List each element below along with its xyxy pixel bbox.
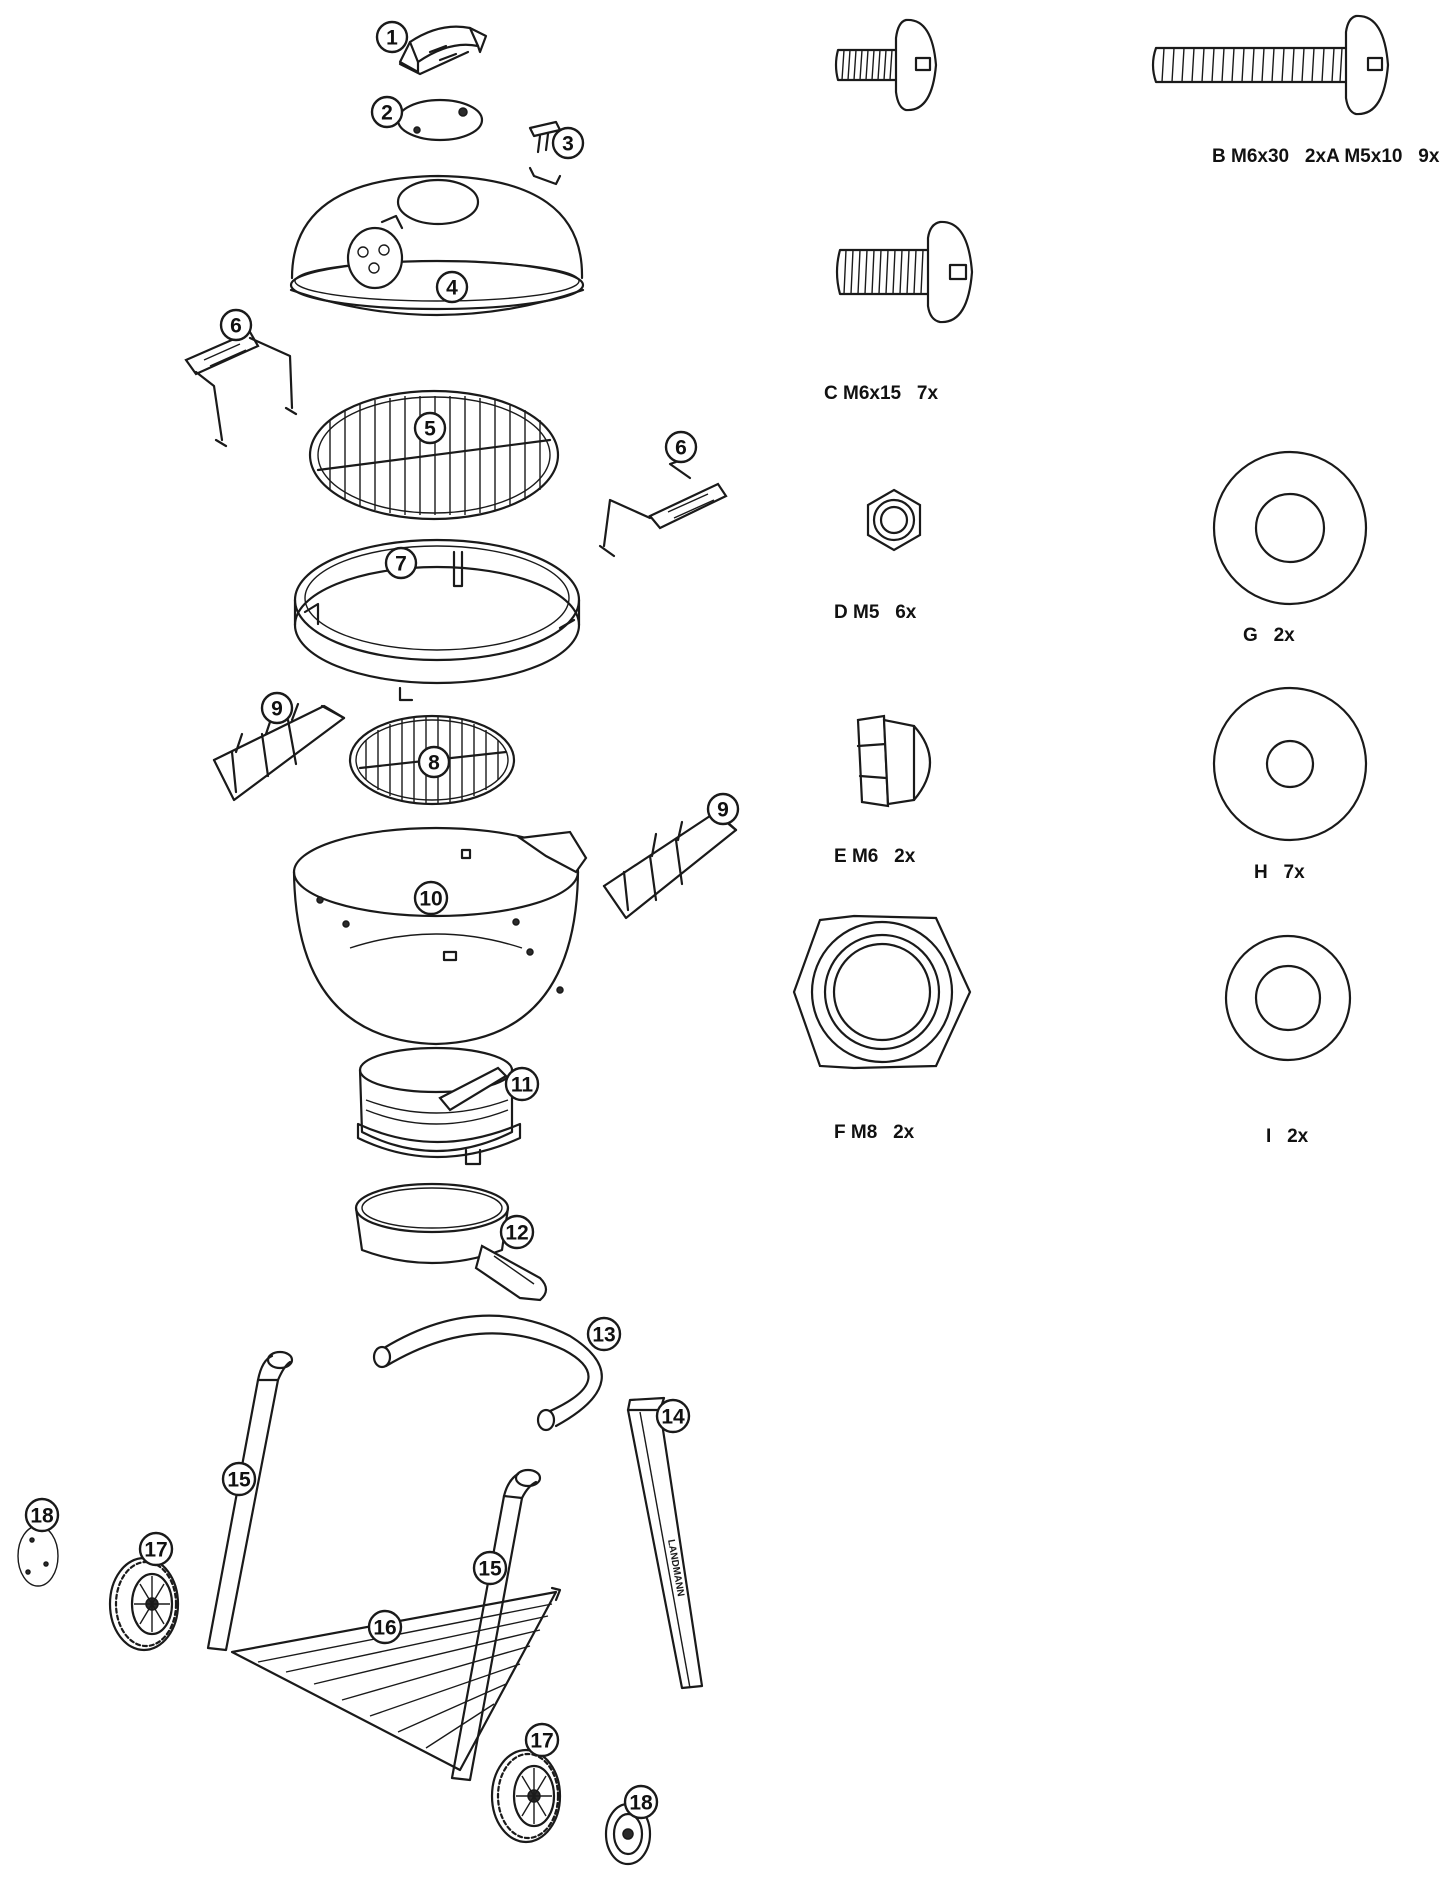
part-2-vent-plate	[396, 98, 484, 142]
callout-6-right: 6	[664, 430, 698, 464]
svg-text:6: 6	[675, 437, 687, 460]
svg-text:9: 9	[271, 698, 283, 721]
hardware-label-f: F M8 2x	[834, 1122, 915, 1143]
part-5-cooking-grate	[308, 389, 560, 521]
part-9-side-rack-left	[212, 702, 346, 802]
part-15-leg-right	[450, 1468, 542, 1782]
callout-15-left: 15	[221, 1461, 257, 1497]
svg-text:14: 14	[661, 1406, 685, 1429]
part-15-leg-left	[206, 1350, 294, 1652]
svg-text:15: 15	[227, 1469, 251, 1492]
callout-5: 5	[413, 411, 447, 445]
callout-16: 16	[367, 1609, 403, 1645]
part-6-side-handle-right	[598, 460, 728, 558]
callout-11: 11	[504, 1066, 540, 1102]
svg-text:15: 15	[478, 1558, 502, 1581]
part-10-bowl	[292, 826, 588, 1046]
callout-1: 1	[375, 20, 409, 54]
callout-8: 8	[417, 745, 451, 779]
callout-9-left: 9	[260, 691, 294, 725]
part-12-ash-pan	[354, 1182, 548, 1302]
svg-text:17: 17	[144, 1539, 167, 1562]
part-7-ring	[293, 538, 581, 702]
callout-4: 4	[435, 270, 469, 304]
svg-text:12: 12	[505, 1222, 528, 1245]
svg-text:8: 8	[428, 752, 440, 775]
part-4-lid-dome	[289, 174, 585, 317]
callout-9-right: 9	[706, 792, 740, 826]
part-8-charcoal-grate	[348, 714, 516, 806]
hardware-label-g: G 2x	[1243, 625, 1295, 646]
part-17-wheel-right	[490, 1748, 562, 1844]
part-13-curved-tube	[372, 1314, 603, 1432]
callout-3: 3	[551, 126, 585, 160]
callout-17-right: 17	[524, 1722, 560, 1758]
callout-2: 2	[370, 95, 404, 129]
hardware-label-h: H 7x	[1254, 862, 1305, 883]
callout-6-left: 6	[219, 308, 253, 342]
washer-i	[1224, 934, 1352, 1062]
washer-h	[1212, 686, 1368, 842]
part-18-hubcap-left	[17, 1525, 59, 1587]
part-6-side-handle-left	[184, 330, 298, 448]
part-17-wheel-left	[108, 1556, 180, 1652]
svg-text:5: 5	[424, 418, 436, 441]
callout-18-right: 18	[623, 1784, 659, 1820]
washer-g	[1212, 450, 1368, 606]
svg-text:18: 18	[30, 1505, 54, 1528]
hardware-label-b-a: B M6x30 2xA M5x10 9x	[1212, 146, 1440, 167]
callout-13: 13	[586, 1316, 622, 1352]
callout-17-left: 17	[138, 1531, 174, 1567]
bolt-b-m6x30	[1151, 14, 1390, 116]
part-1-lid-handle	[398, 25, 488, 76]
bolt-c-m6x15	[835, 220, 974, 324]
svg-text:18: 18	[629, 1792, 653, 1815]
callout-10: 10	[413, 880, 449, 916]
hardware-label-c: C M6x15 7x	[824, 383, 939, 404]
svg-text:17: 17	[530, 1730, 553, 1753]
svg-text:6: 6	[230, 315, 242, 338]
cap-nut-e-m6	[856, 714, 932, 808]
svg-text:16: 16	[373, 1617, 396, 1640]
svg-text:1: 1	[386, 27, 398, 50]
hardware-label-e: E M6 2x	[834, 846, 916, 867]
part-11-ash-ring	[356, 1046, 522, 1166]
svg-text:2: 2	[381, 102, 393, 125]
svg-text:4: 4	[446, 277, 458, 300]
nut-d-m5	[866, 488, 922, 552]
callout-14: 14	[655, 1398, 691, 1434]
nut-f-m8	[792, 914, 972, 1070]
callout-7: 7	[384, 546, 418, 580]
hardware-label-d: D M5 6x	[834, 602, 917, 623]
svg-text:13: 13	[592, 1324, 615, 1347]
svg-text:7: 7	[395, 553, 407, 576]
callout-12: 12	[499, 1214, 535, 1250]
hardware-label-i: I 2x	[1266, 1126, 1309, 1147]
callout-18-left: 18	[24, 1497, 60, 1533]
callout-15-right: 15	[472, 1550, 508, 1586]
bolt-a-m5x10	[834, 18, 938, 112]
svg-text:11: 11	[511, 1074, 534, 1097]
svg-text:3: 3	[562, 133, 574, 156]
part-14-rear-leg: LANDMANN	[626, 1396, 704, 1690]
svg-text:10: 10	[419, 888, 442, 911]
part-9-side-rack-right	[602, 810, 738, 920]
svg-text:9: 9	[717, 799, 729, 822]
